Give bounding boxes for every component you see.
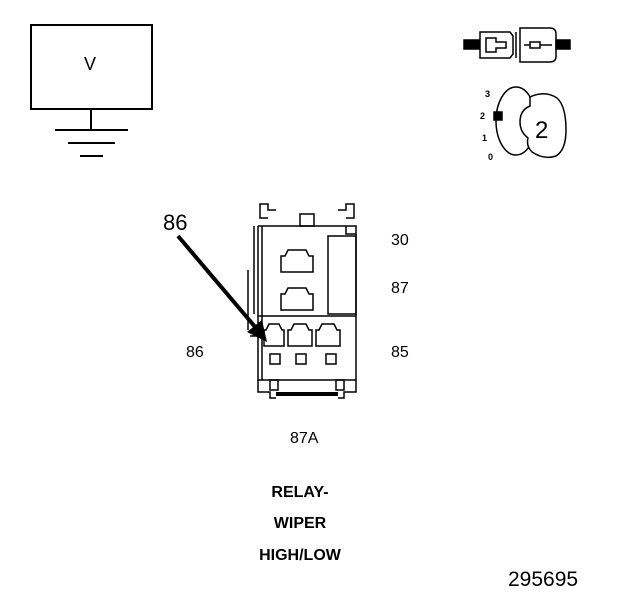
- relay-title-line-3: HIGH/LOW: [259, 547, 341, 564]
- relay-title-line-1: RELAY-: [271, 484, 329, 501]
- voltmeter-symbol: [30, 24, 153, 157]
- ignition-position-0: 0: [488, 152, 494, 162]
- pin-87a-label: 87A: [290, 430, 319, 447]
- callout-arrow: [176, 234, 267, 342]
- voltmeter-label: V: [84, 54, 97, 74]
- ignition-position-3: 3: [485, 89, 491, 99]
- pin-85-label: 85: [391, 344, 409, 361]
- ignition-position-1: 1: [482, 133, 488, 143]
- pin-30-label: 30: [391, 232, 409, 249]
- relay-title-line-2: WIPER: [273, 515, 327, 532]
- relay-callout-label: 86: [163, 210, 188, 235]
- ignition-position-2: 2: [480, 111, 486, 121]
- pin-87-label: 87: [391, 280, 409, 297]
- connector-icon: [463, 27, 571, 63]
- figure-number: 295695: [508, 568, 579, 591]
- ignition-key-number: 2: [535, 117, 549, 144]
- relay-body: [247, 203, 357, 399]
- ignition-switch-icon: [493, 86, 567, 159]
- pin-86-label: 86: [186, 344, 204, 361]
